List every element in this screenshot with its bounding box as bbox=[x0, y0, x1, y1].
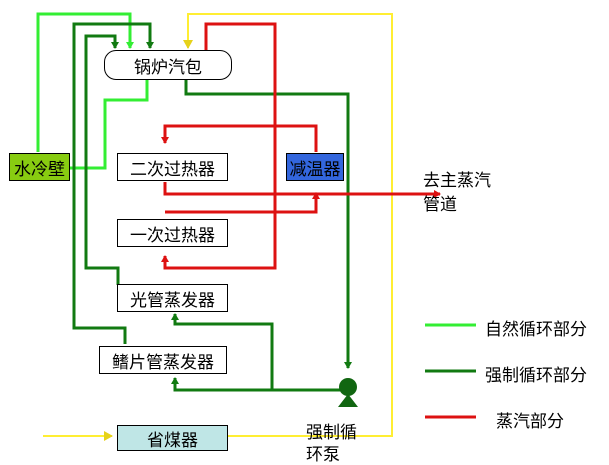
pump-base bbox=[338, 394, 358, 407]
legend-lines bbox=[425, 323, 476, 419]
legend-label-forced: 强制循环部分 bbox=[485, 366, 587, 386]
pump-icon bbox=[339, 378, 357, 396]
secondary-superheater: 二次过热器 bbox=[117, 153, 228, 181]
water-wall: 水冷壁 bbox=[9, 153, 70, 181]
feedwater-lines bbox=[43, 13, 393, 441]
outlet-label-line2: 管道 bbox=[423, 195, 457, 215]
forced-circulation-lines bbox=[72, 22, 352, 392]
legend-label-steam: 蒸汽部分 bbox=[496, 412, 564, 432]
finned-evap-riser bbox=[72, 22, 154, 344]
drum-to-pump-line bbox=[184, 80, 352, 369]
pump-to-finned-evap bbox=[171, 377, 340, 392]
attemperator-to-secondary-sh bbox=[161, 124, 318, 152]
steam-lines bbox=[161, 22, 441, 270]
natural-circulation-lines bbox=[36, 12, 149, 170]
bare-tube-evaporator: 光管蒸发器 bbox=[117, 284, 228, 312]
finned-tube-evaporator: 鳍片管蒸发器 bbox=[99, 346, 227, 374]
pump-to-bare-evap bbox=[171, 313, 274, 390]
bare-evap-riser bbox=[84, 34, 120, 285]
water-wall-downcomer bbox=[70, 80, 149, 170]
boiler-drum: 锅炉汽包 bbox=[104, 50, 232, 80]
outlet-label-line1: 去主蒸汽 bbox=[423, 171, 491, 191]
pump-label-line2: 环泵 bbox=[306, 445, 340, 465]
attemperator: 减温器 bbox=[286, 153, 344, 181]
legend-label-natural: 自然循环部分 bbox=[485, 320, 587, 340]
primary-sh-to-attemperator bbox=[165, 192, 320, 214]
secondary-sh-outlet bbox=[163, 182, 396, 196]
economizer-to-drum-line bbox=[183, 13, 393, 437]
primary-superheater: 一次过热器 bbox=[117, 219, 228, 247]
water-wall-riser bbox=[36, 12, 134, 152]
economizer: 省煤器 bbox=[117, 425, 228, 451]
pump-label-line1: 强制循 bbox=[306, 423, 357, 443]
circulation-pump bbox=[338, 378, 358, 407]
drum-to-primary-sh bbox=[161, 22, 277, 270]
